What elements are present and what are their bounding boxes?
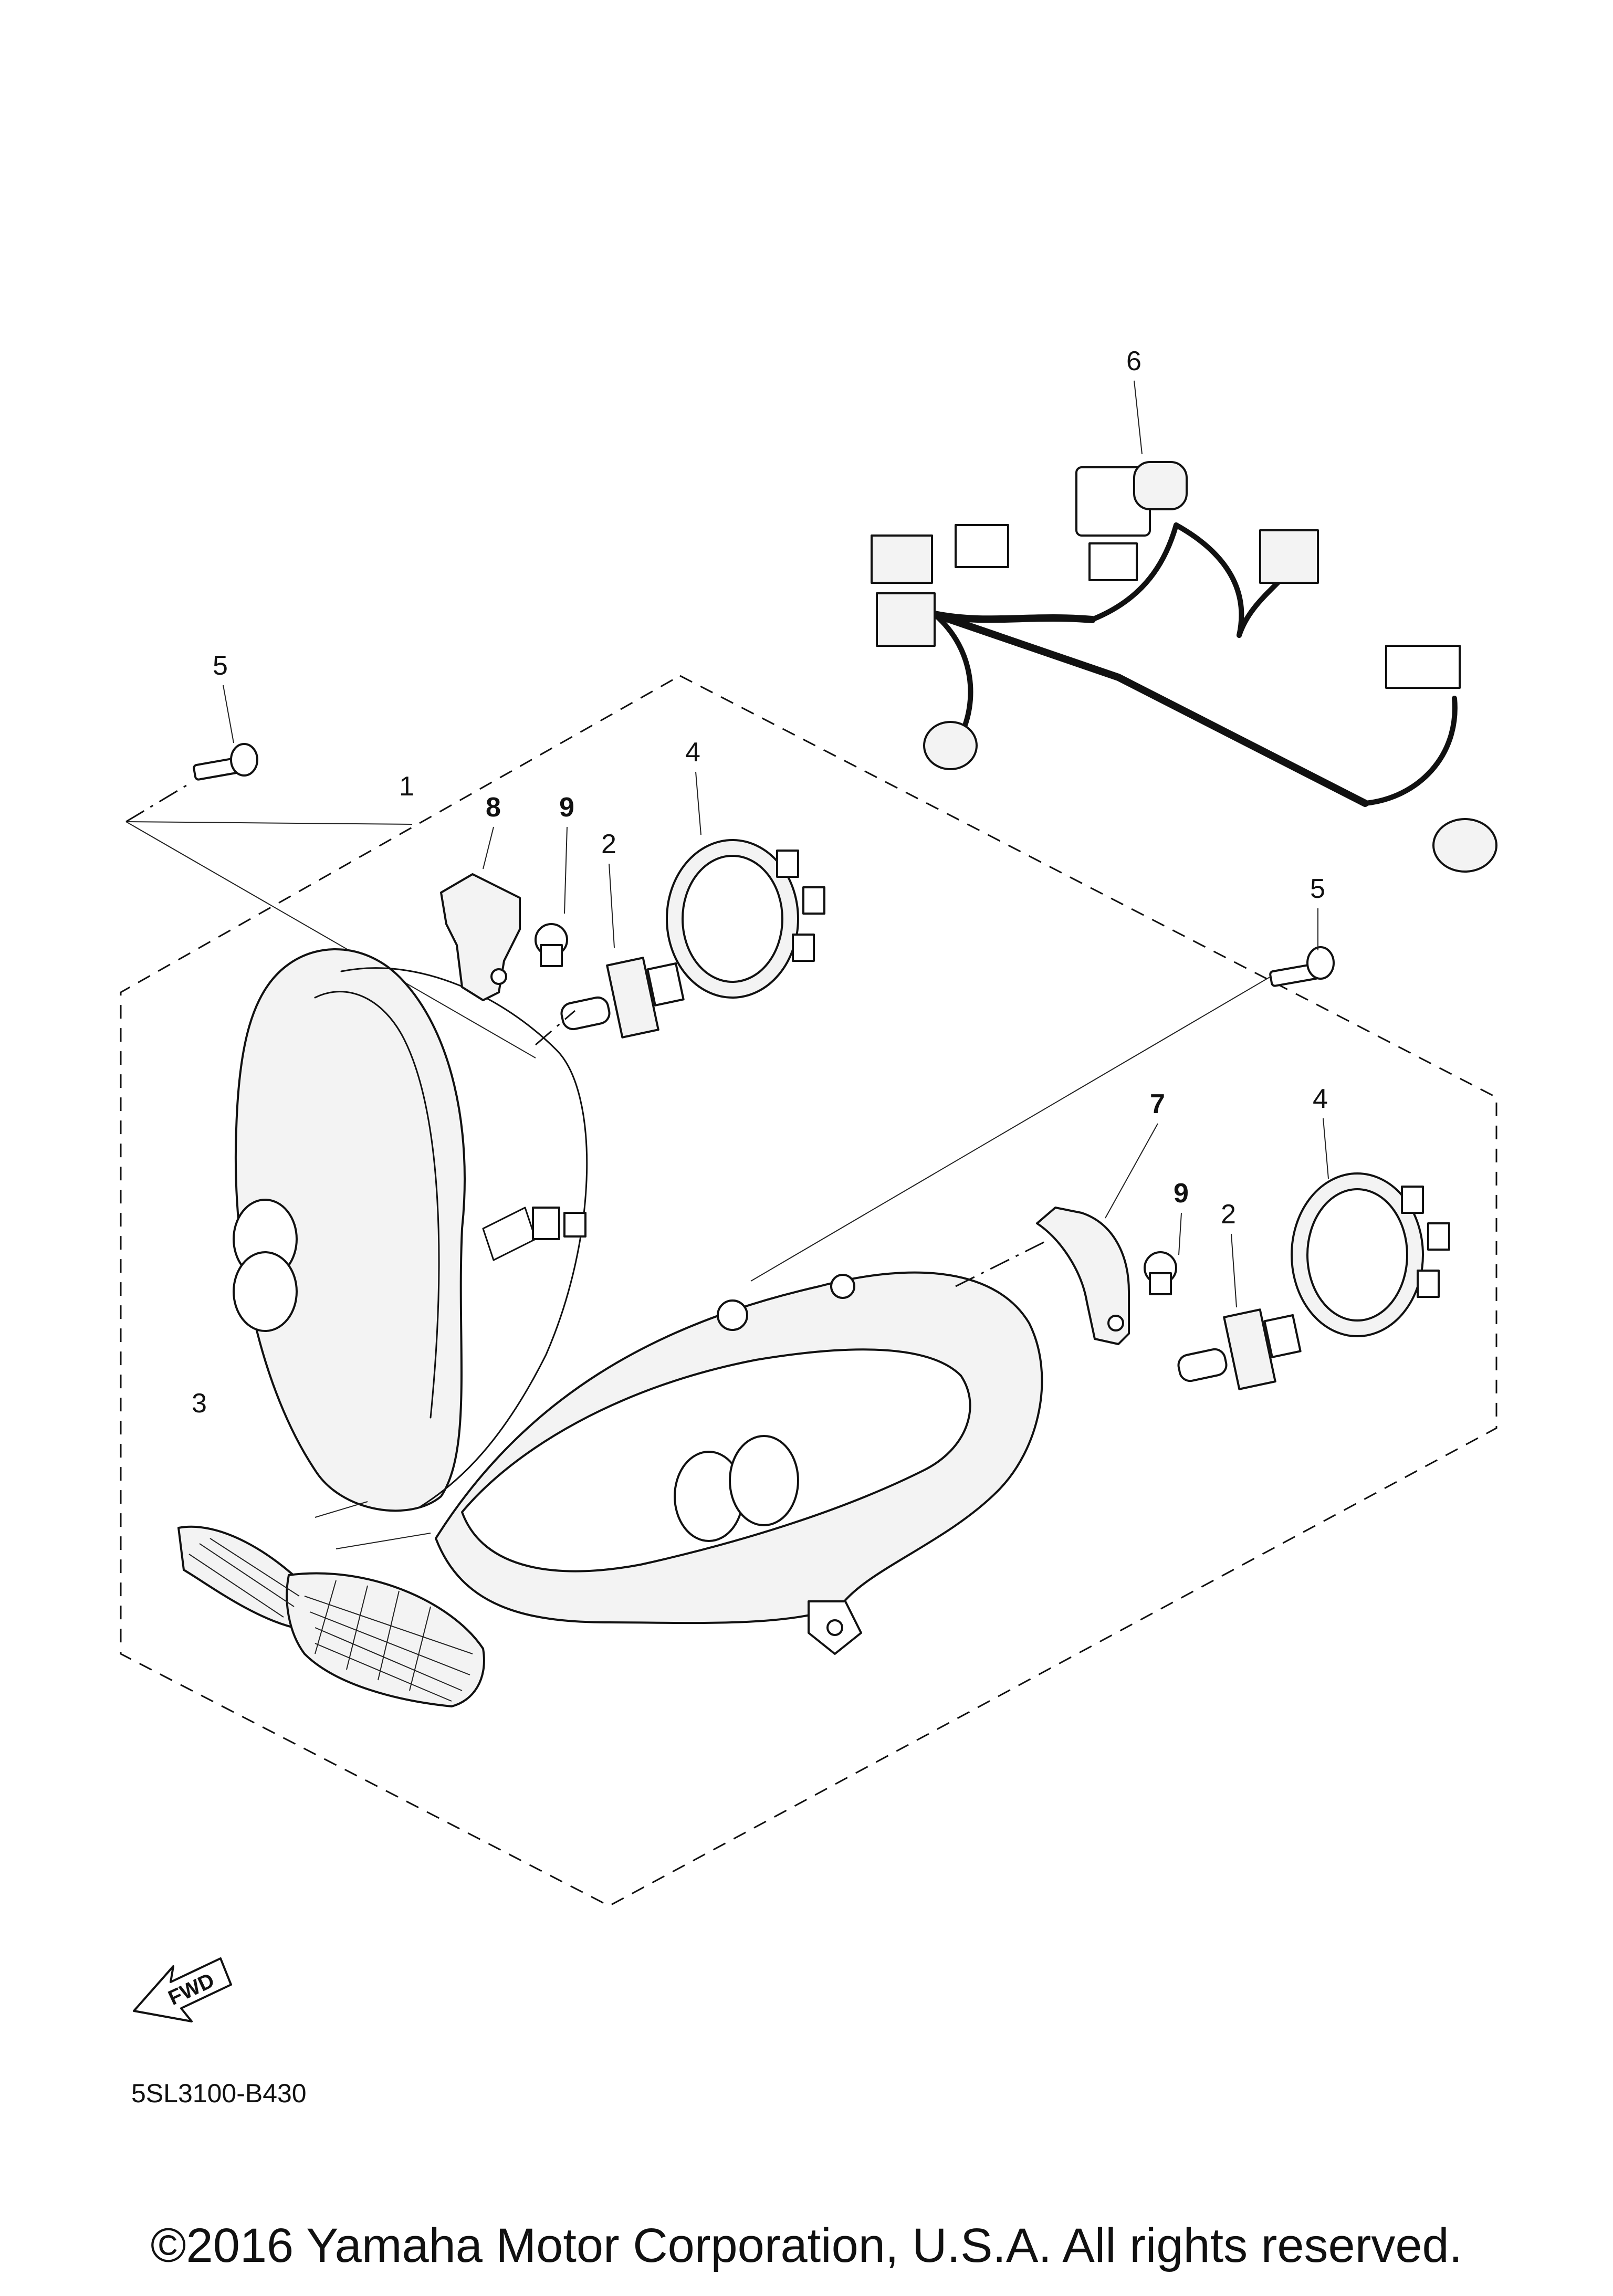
leader-line-1 — [125, 821, 413, 825]
screw-5-right — [1269, 946, 1335, 987]
axis-line-right — [955, 1238, 1051, 1287]
callout-2-left: 2 — [601, 829, 616, 859]
leader-line-7 — [1105, 1123, 1158, 1219]
callout-9-right: 9 — [1174, 1178, 1189, 1209]
bracket-7 — [1036, 1207, 1130, 1345]
callout-8: 8 — [486, 792, 501, 823]
callout-3: 3 — [192, 1388, 207, 1419]
callout-9-left: 9 — [559, 792, 574, 823]
axis-line-left — [535, 1010, 575, 1046]
axis-line-screw-right — [750, 976, 1271, 1282]
main-headlight-housing — [435, 1271, 1043, 1655]
bulb-9-right — [1144, 1251, 1177, 1295]
callout-4-left: 4 — [685, 737, 700, 768]
leader-line-6 — [1134, 380, 1143, 455]
bulb-2-right — [1177, 1308, 1302, 1390]
screw-5-left — [193, 743, 258, 781]
bulb-2-left — [560, 957, 685, 1039]
grille-cover-3 — [177, 1501, 485, 1707]
callout-7: 7 — [1150, 1089, 1165, 1119]
bracket-8 — [440, 873, 521, 1001]
callout-1: 1 — [399, 771, 414, 802]
fwd-arrow-icon: FWD — [133, 1957, 232, 2022]
leader-line-9-left — [564, 826, 568, 914]
leader-line-5-left-top — [223, 685, 234, 743]
assembly-boundary — [120, 675, 1497, 1907]
leader-line-4-left — [695, 771, 701, 835]
leader-line-9-right — [1178, 1212, 1182, 1255]
leader-line-2-right — [1231, 1233, 1237, 1308]
bulb-9-left — [535, 923, 568, 967]
leader-line-1-diag — [125, 821, 536, 1058]
callout-5-left: 5 — [213, 651, 228, 681]
leader-line-8 — [483, 826, 494, 869]
copyright-notice: ©2016 Yamaha Motor Corporation, U.S.A. A… — [150, 2219, 1463, 2272]
diagram-code: 5SL3100-B430 — [131, 2079, 307, 2108]
callout-5-right: 5 — [1310, 874, 1325, 904]
callout-6: 6 — [1126, 346, 1141, 376]
cover-ring-4-left — [666, 839, 825, 999]
leader-line-4-right — [1323, 1118, 1329, 1179]
leader-line-2-left — [609, 863, 615, 948]
wire-harness-6 — [871, 461, 1497, 873]
callout-4-right: 4 — [1313, 1084, 1328, 1114]
leader-line-5-left — [125, 781, 192, 823]
cover-ring-4-right — [1291, 1172, 1450, 1337]
callout-2-right: 2 — [1221, 1199, 1236, 1230]
